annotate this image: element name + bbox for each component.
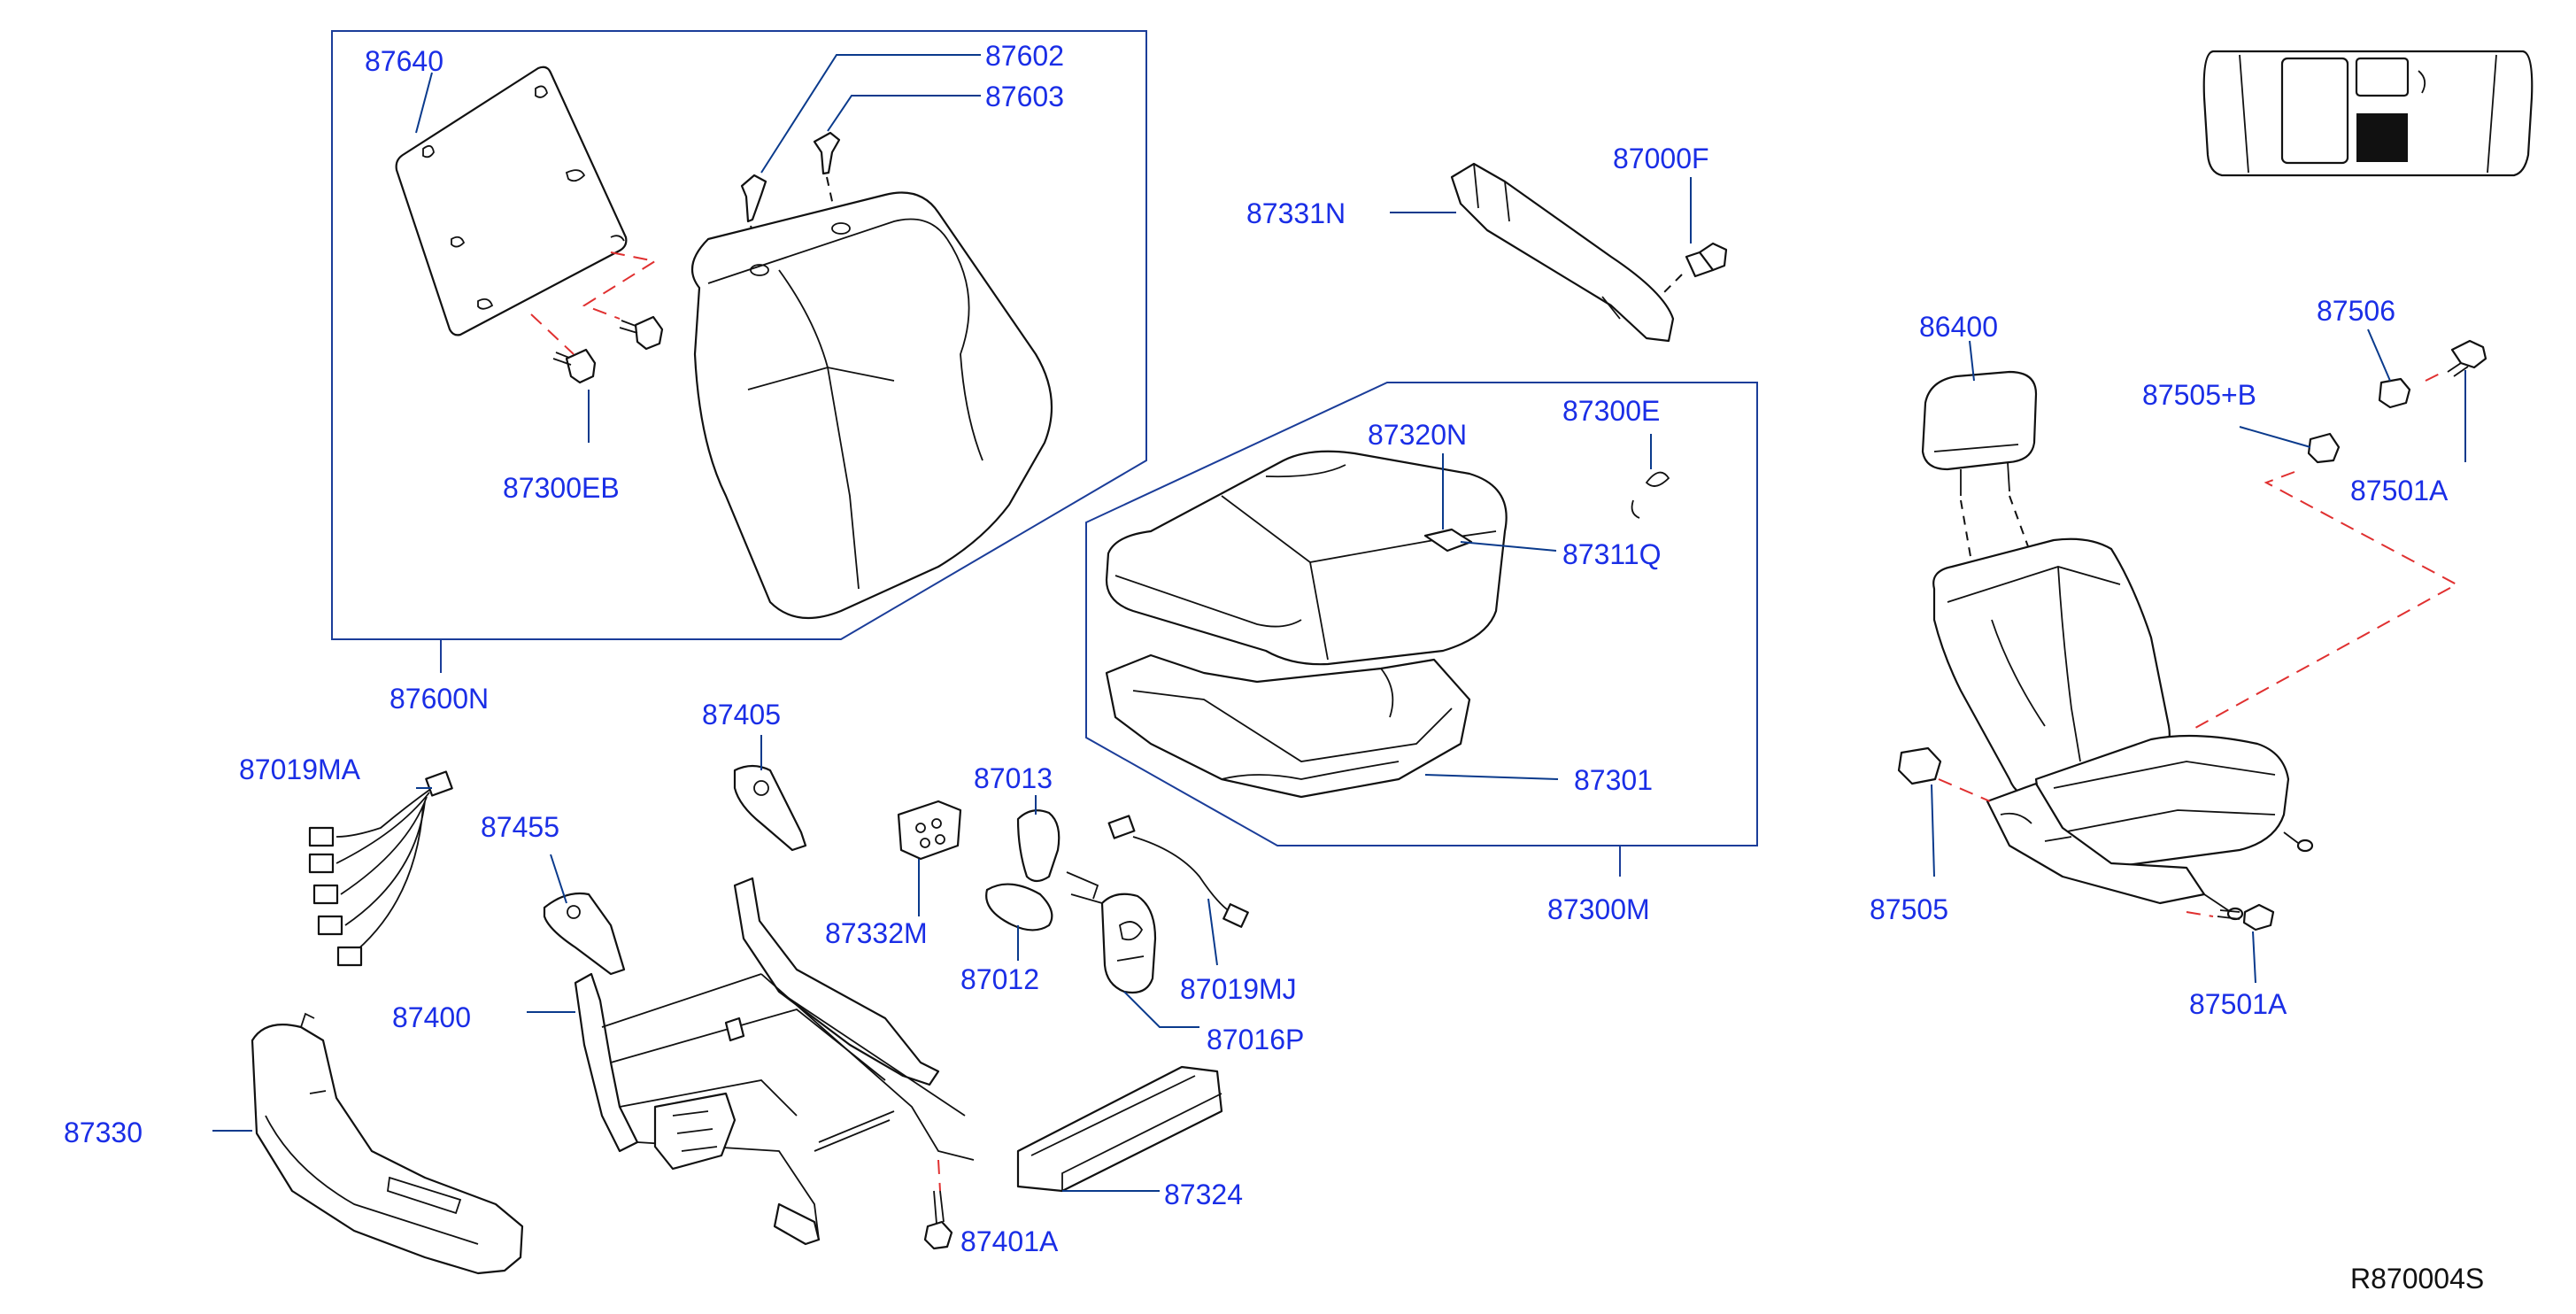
label-87505-b[interactable]: 87505+B xyxy=(2142,379,2256,411)
label-87301[interactable]: 87301 xyxy=(1574,764,1653,796)
label-87501A-bottom[interactable]: 87501A xyxy=(2189,988,2287,1020)
label-87400[interactable]: 87400 xyxy=(392,1001,471,1033)
harness-ma xyxy=(308,770,453,967)
label-87019MA[interactable]: 87019MA xyxy=(239,754,361,785)
reference-code: R870004S xyxy=(2350,1263,2484,1295)
label-87332M[interactable]: 87332M xyxy=(825,917,928,949)
label-87401A[interactable]: 87401A xyxy=(960,1225,1059,1257)
seat-back-group xyxy=(331,30,1147,673)
highlighted-seat-marker xyxy=(2356,113,2408,162)
leader-lines xyxy=(212,54,2466,1192)
seat-cushion-group xyxy=(1085,382,1758,877)
label-87013[interactable]: 87013 xyxy=(974,762,1053,794)
back-board-part xyxy=(395,66,628,336)
label-87300E[interactable]: 87300E xyxy=(1562,395,1660,427)
label-87324[interactable]: 87324 xyxy=(1164,1179,1243,1210)
label-87455[interactable]: 87455 xyxy=(481,811,559,843)
assembled-seat xyxy=(1897,339,2487,931)
label-87506[interactable]: 87506 xyxy=(2317,295,2395,327)
part-labels: 87640 87602 87603 87300EB 87600N 87331N … xyxy=(64,40,2484,1295)
label-87602[interactable]: 87602 xyxy=(985,40,1064,72)
label-87640[interactable]: 87640 xyxy=(365,45,443,77)
seat-frame-group xyxy=(251,764,1249,1275)
label-87405[interactable]: 87405 xyxy=(702,699,781,730)
clip-parts xyxy=(530,251,664,384)
label-87300M[interactable]: 87300M xyxy=(1547,893,1650,925)
label-87012[interactable]: 87012 xyxy=(960,963,1039,995)
vehicle-locator-thumbnail xyxy=(2202,50,2534,177)
label-87603[interactable]: 87603 xyxy=(985,81,1064,112)
label-87300EB[interactable]: 87300EB xyxy=(503,472,620,504)
label-87600N[interactable]: 87600N xyxy=(389,683,489,715)
label-87501A-top[interactable]: 87501A xyxy=(2350,475,2449,506)
label-87331N[interactable]: 87331N xyxy=(1246,197,1346,229)
label-87000F[interactable]: 87000F xyxy=(1613,143,1709,174)
label-87311Q[interactable]: 87311Q xyxy=(1562,538,1662,570)
label-86400[interactable]: 86400 xyxy=(1919,311,1998,343)
seat-finisher-bracket xyxy=(1450,162,1728,343)
label-87505[interactable]: 87505 xyxy=(1870,893,1948,925)
label-87019MJ[interactable]: 87019MJ xyxy=(1180,973,1297,1005)
label-87330[interactable]: 87330 xyxy=(64,1117,143,1148)
seat-back-cushion xyxy=(690,191,1053,620)
label-87016P[interactable]: 87016P xyxy=(1207,1024,1304,1055)
label-87320N[interactable]: 87320N xyxy=(1368,419,1467,451)
